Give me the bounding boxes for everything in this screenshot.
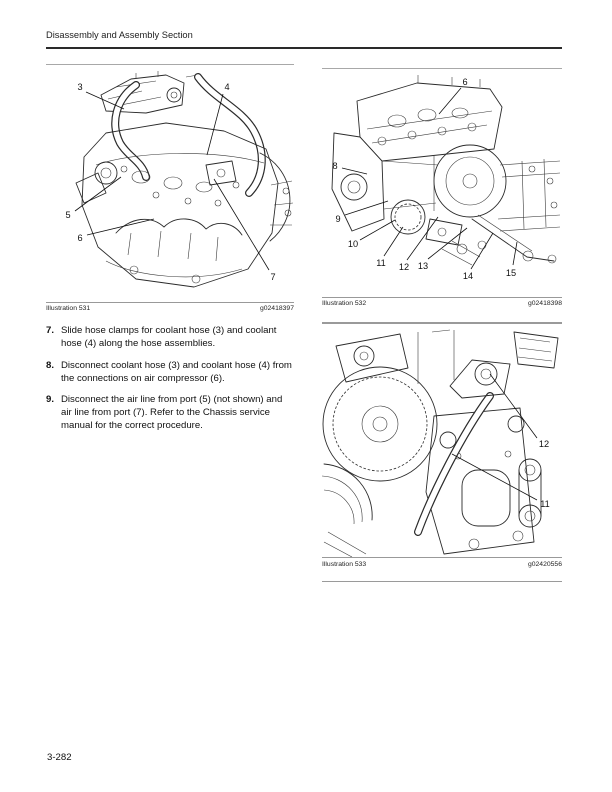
engine-line-art-532: 6 8 9 10 11 12 13 14 15 [322,68,562,297]
callout-leader-line [407,217,438,260]
callout-leader-line [384,227,403,256]
callout-leader-line [428,228,467,259]
step-number: 9. [46,394,55,406]
callout-number: 7 [270,272,275,282]
callout-number: 10 [348,239,358,249]
callout-number: 11 [540,499,550,509]
figure-illustration-532: 6 8 9 10 11 12 13 14 15 Illustration 532 g024183… [322,67,562,308]
callout-layer-531: 3 4 5 6 7 [65,82,275,282]
callout-leader-line [360,220,395,240]
engine-line-art-533: 12 11 [322,324,562,558]
step-text: Disconnect the air line from port (5) (n… [61,394,283,432]
figure-top-rule [322,322,562,325]
callout-number: 12 [539,439,549,449]
figure-top-rule [46,63,294,65]
callout-number: 6 [462,77,467,87]
callout-leader-line [513,242,517,265]
figure-caption-row: Illustration 532 g02418398 [322,298,562,308]
figure-illustration-533: 12 11 Illustration 533 g02420556 [322,322,562,582]
figure-code: g02418398 [527,300,562,308]
figure-caption: Illustration 531 [46,305,91,313]
callout-leader-line [86,92,124,109]
figure-gap [322,307,562,322]
step-text: Disconnect coolant hose (3) and coolant … [61,359,292,384]
caption-rule [46,301,294,303]
callout-number: 13 [418,261,428,271]
callout-leader-line [345,201,388,215]
callout-leader-line [87,219,154,235]
caption-rule [322,557,562,559]
callout-leader-line [439,88,461,114]
callout-layer-532: 6 8 9 10 11 12 13 14 15 [332,77,517,281]
step-number: 8. [46,359,55,371]
engine-line-art-531: 3 4 5 6 7 [46,64,294,302]
callout-number: 4 [224,82,229,92]
callout-number: 9 [335,214,340,224]
figure-caption-row: Illustration 533 g02420556 [322,558,562,568]
figure-illustration-531: 3 4 5 6 7 Illustration 531 g02418397 [46,63,294,313]
step-number: 7. [46,325,55,337]
step-9: 9. Disconnect the air line from port (5)… [46,394,294,433]
caption-rule [322,296,562,298]
page-number: 3-282 [47,752,72,763]
figure-caption: Illustration 533 [322,560,367,568]
figure-caption-row: Illustration 531 g02418397 [46,303,294,313]
callout-leader-line [471,233,493,269]
figure-code: g02420556 [527,560,562,568]
callout-number: 8 [332,161,337,171]
callout-number: 3 [77,82,82,92]
step-7: 7. Slide hose clamps for coolant hose (3… [46,325,294,351]
two-column-layout: 3 4 5 6 7 Illustration 531 g02418397 7. Slid… [46,63,562,582]
procedure-steps: 7. Slide hose clamps for coolant hose (3… [46,325,294,433]
callout-number: 12 [399,262,409,272]
page-header-title: Disassembly and Assembly Section [46,30,193,40]
step-text: Slide hose clamps for coolant hose (3) a… [61,325,277,349]
step-8: 8. Disconnect coolant hose (3) and coola… [46,360,294,386]
callout-number: 15 [506,268,516,278]
callout-number: 11 [376,258,386,268]
callout-number: 5 [65,210,70,220]
right-column: 6 8 9 10 11 12 13 14 15 Illustration 532 g024183… [322,64,562,582]
callout-leader-line [452,454,537,500]
figure-caption: Illustration 532 [322,300,367,308]
figure-code: g02418397 [259,305,294,313]
callout-number: 14 [463,271,473,281]
section-end-rule [322,580,562,582]
left-column: 3 4 5 6 7 Illustration 531 g02418397 7. Slid… [46,63,294,582]
callout-number: 6 [77,233,82,243]
callout-layer-533: 12 11 [452,374,550,509]
callout-leader-line [207,94,223,155]
callout-leader-line [342,168,367,174]
callout-leader-line [75,177,121,211]
figure-top-rule [322,67,562,69]
callout-leader-line [214,179,269,270]
header-rule [46,47,562,49]
callout-leader-line [490,374,537,438]
